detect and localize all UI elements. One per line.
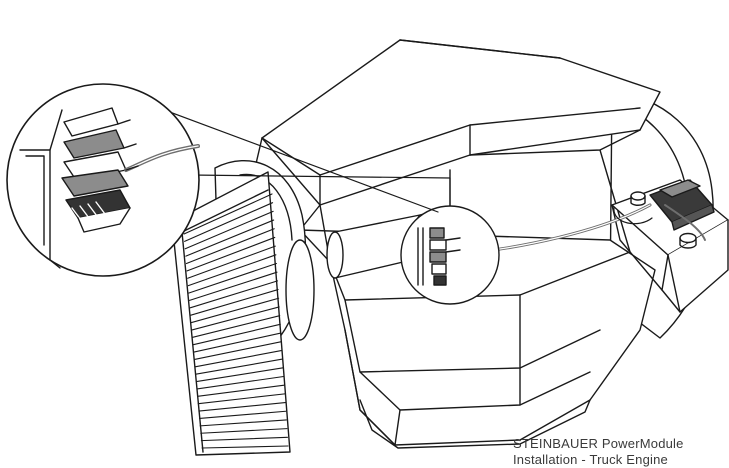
radiator-fin [184, 202, 274, 242]
diagram-caption: STEINBAUER PowerModule Installation - Tr… [513, 436, 729, 468]
radiator-fin [190, 297, 280, 324]
radiator [171, 160, 315, 456]
radiator-fin [187, 245, 276, 279]
engine-block [254, 39, 661, 449]
radiator-fin [196, 375, 285, 390]
connector-small [417, 227, 461, 286]
radiator-fin [193, 332, 282, 353]
radiator-fin [200, 428, 288, 434]
radiator-fin [192, 323, 281, 346]
radiator-fin [184, 210, 274, 250]
radiator-fin [183, 193, 273, 235]
radiator-fin [188, 262, 277, 294]
radiator-fin [198, 402, 286, 412]
radiator-fin [195, 367, 284, 383]
radiator-fin [195, 358, 284, 375]
radiator-fin [198, 410, 287, 420]
radiator-fin [186, 236, 276, 272]
radiator-fin [189, 271, 278, 301]
caption-title: STEINBAUER PowerModule [513, 436, 684, 451]
radiator-fin [194, 341, 282, 360]
radiator-fin [199, 419, 287, 427]
radiator-fin [197, 393, 286, 405]
caption-subtitle: Installation - Truck Engine [513, 452, 668, 467]
radiator-fin [187, 254, 277, 287]
radiator-fin [201, 445, 289, 449]
radiator-fin [191, 306, 280, 331]
powermodule-unit [649, 179, 715, 231]
radiator-fin [189, 280, 279, 309]
radiator-fins [183, 193, 289, 449]
radiator-fin [185, 228, 275, 265]
radiator-fin [197, 384, 285, 397]
radiator-fin [185, 219, 275, 257]
connector-large [19, 107, 200, 269]
connector-callout-large [6, 83, 200, 277]
connector-callout-small [400, 205, 500, 305]
radiator-fin [200, 436, 288, 442]
radiator-fin [190, 289, 279, 316]
radiator-fin [194, 349, 283, 368]
radiator-fin [192, 315, 281, 338]
